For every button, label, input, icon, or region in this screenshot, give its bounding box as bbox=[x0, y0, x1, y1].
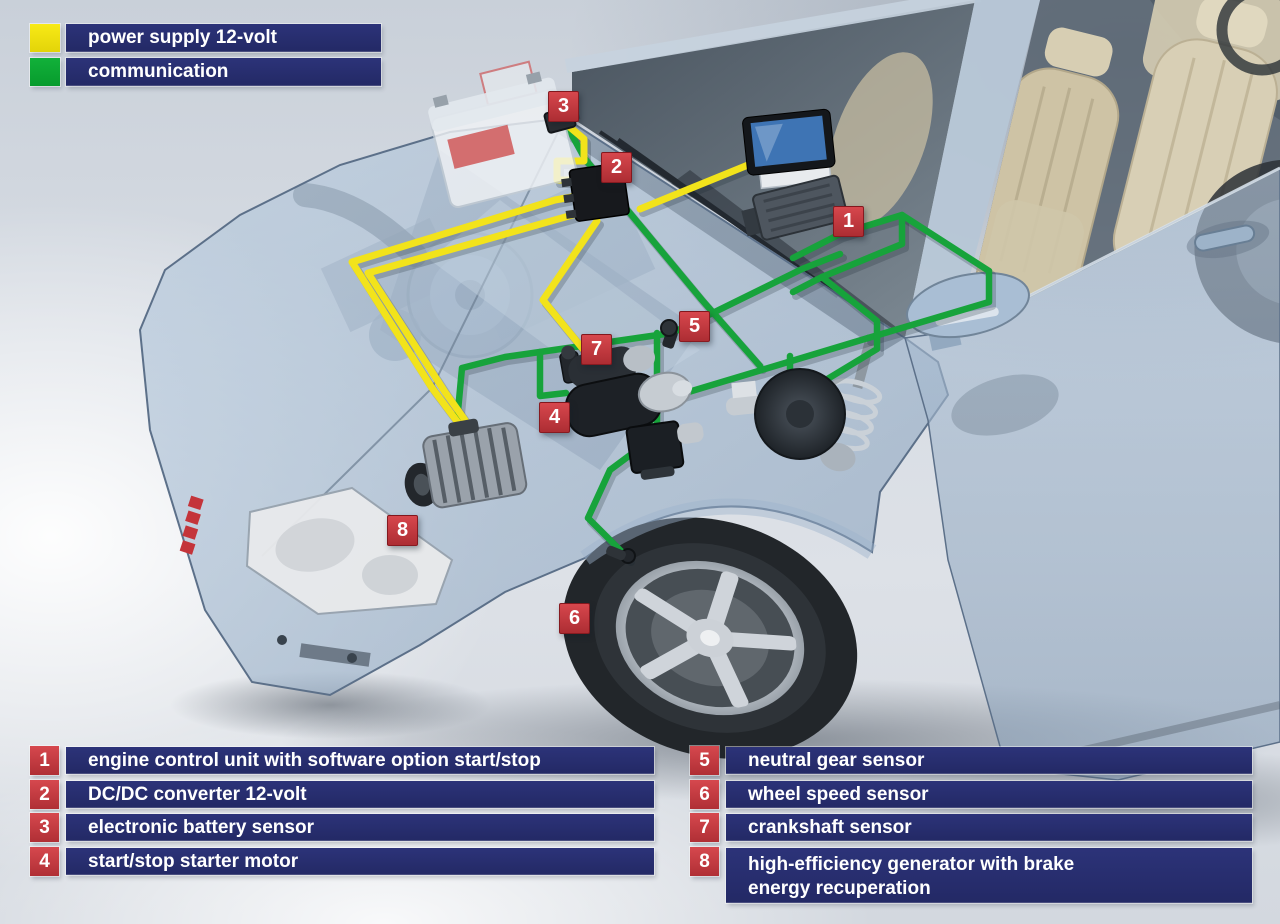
legend-label-8-text: high-efficiency generator with brake ene… bbox=[748, 854, 1075, 899]
headlight bbox=[245, 486, 454, 616]
legend-num-3: 3 bbox=[30, 813, 59, 842]
door-handle bbox=[1186, 220, 1270, 259]
front-brand-label bbox=[179, 495, 204, 555]
marker-5: 5 bbox=[679, 311, 710, 342]
legend-num-8: 8 bbox=[690, 847, 719, 876]
legend-label-5: neutral gear sensor bbox=[726, 747, 1252, 774]
legend-label-4: start/stop starter motor bbox=[66, 848, 654, 875]
legend-num-7: 7 bbox=[690, 813, 719, 842]
wheel-speed-sensor bbox=[606, 545, 636, 564]
marker-2: 2 bbox=[601, 152, 632, 183]
power-swatch bbox=[30, 24, 60, 52]
marker-8: 8 bbox=[387, 515, 418, 546]
brake-booster bbox=[725, 368, 846, 460]
legend-num-6: 6 bbox=[690, 780, 719, 809]
marker-4: 4 bbox=[539, 402, 570, 433]
marker-7: 7 bbox=[581, 334, 612, 365]
steering-wheel bbox=[1216, 0, 1280, 76]
marker-6: 6 bbox=[559, 603, 590, 634]
abs-unit bbox=[625, 420, 704, 480]
fender-arch bbox=[580, 498, 877, 565]
marker-3: 3 bbox=[548, 91, 579, 122]
legend-label-1: engine control unit with software option… bbox=[66, 747, 654, 774]
legend-label-8: high-efficiency generator with brake ene… bbox=[726, 848, 1252, 903]
legend-num-2: 2 bbox=[30, 780, 59, 809]
engine-control-unit bbox=[741, 174, 849, 241]
generator bbox=[404, 418, 528, 509]
legend-label-6: wheel speed sensor bbox=[726, 781, 1252, 808]
battery bbox=[428, 60, 578, 208]
legend-num-5: 5 bbox=[690, 746, 719, 775]
wiper-blade bbox=[598, 130, 762, 242]
communication-swatch bbox=[30, 58, 60, 86]
legend-num-1: 1 bbox=[30, 746, 59, 775]
legend-communication-label: communication bbox=[66, 58, 381, 86]
marker-1: 1 bbox=[833, 206, 864, 237]
legend-power-label: power supply 12-volt bbox=[66, 24, 381, 52]
legend-label-2: DC/DC converter 12-volt bbox=[66, 781, 654, 808]
front-wheel bbox=[562, 517, 858, 759]
neutral-gear-sensor bbox=[660, 319, 678, 349]
components bbox=[404, 60, 849, 564]
dashboard-display bbox=[742, 108, 836, 190]
legend-label-7: crankshaft sensor bbox=[726, 814, 1252, 841]
legend-num-4: 4 bbox=[30, 847, 59, 876]
a-pillar bbox=[905, 0, 1040, 338]
legend-label-3: electronic battery sensor bbox=[66, 814, 654, 841]
